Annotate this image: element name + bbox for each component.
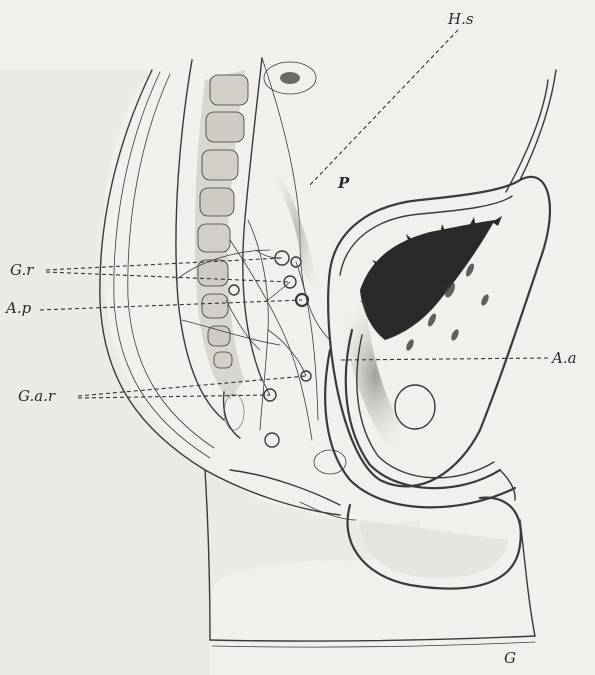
label-p: P: [337, 174, 350, 192]
label-gar-text: G.a.r: [18, 387, 56, 405]
label-hs-text: H.s: [447, 10, 474, 28]
label-p-text: P: [337, 174, 350, 192]
label-aa-text: A.a: [550, 349, 577, 367]
label-g-text: G: [504, 649, 516, 667]
label-ap-text: A.p: [4, 299, 32, 317]
label-gr-text: G.r: [10, 261, 34, 279]
label-g: G: [504, 649, 516, 667]
